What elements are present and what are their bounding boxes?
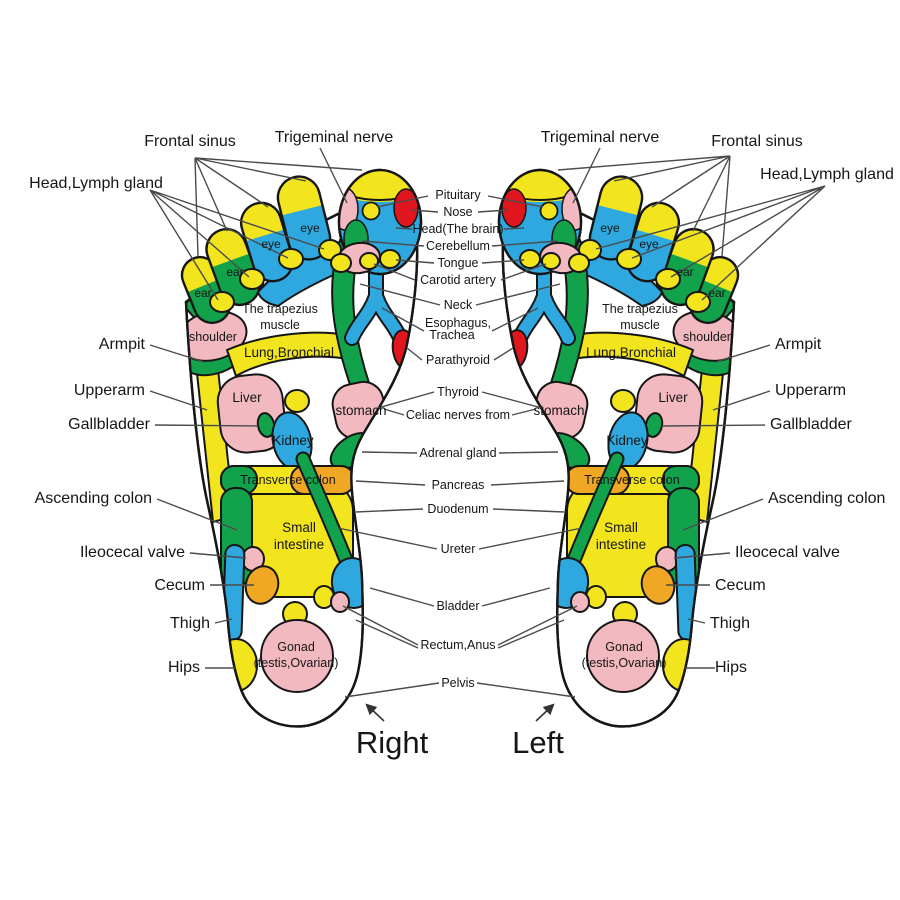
label-head-brain: Head(The brain) [412,222,503,236]
zone-label-small-intestine: intestine [274,537,324,552]
label-armpit-left: Armpit [99,336,146,353]
zone-label-stomach: stomach [335,403,386,418]
zone-label-ear: ear [708,286,725,300]
label-parathyroid: Parathyroid [426,353,490,367]
footer-right-foot: Right [356,725,429,760]
zone-label-ear: ear [226,265,243,279]
label-ileocecal-right: Ileocecal valve [735,544,840,561]
label-frontal-sinus-left: Frontal sinus [144,133,236,150]
label-neck: Neck [444,298,473,312]
label-carotid: Carotid artery [420,273,496,287]
label-pelvis: Pelvis [441,676,474,690]
zone-label-lung: Lung,Bronchial [586,345,676,360]
zone-label-gonad: Gonad [277,640,315,654]
label-trigeminal-right: Trigeminal nerve [541,129,660,146]
label-frontal-sinus-right: Frontal sinus [711,133,803,150]
label-tongue: Tongue [437,256,478,270]
label-nose: Nose [443,205,472,219]
label-gallbladder-right: Gallbladder [770,416,853,433]
label-armpit-right: Armpit [775,336,822,353]
zone-label-liver: Liver [232,390,262,405]
zone-label-kidney: Kidney [606,433,648,448]
label-ascending-colon-left: Ascending colon [35,490,152,507]
label-ileocecal-left: Ileocecal valve [80,544,185,561]
zone-label-small-intestine: Small [604,520,638,535]
zone-label-kidney: Kidney [272,433,314,448]
zone-label-trapezius: The trapezius [602,302,678,316]
zone-label-eye: eye [261,237,281,251]
zone-label-ear: ear [676,265,693,279]
zone-label-gonad: (testis,Ovarian) [254,656,339,670]
zone-label-small-intestine: intestine [596,537,646,552]
zone-label-shoulder: shoulder [683,330,731,344]
label-cecum-right: Cecum [715,577,766,594]
zone-label-transverse: Transverse colon [240,473,335,487]
label-thigh-left: Thigh [170,615,210,632]
label-rectum-anus: Rectum,Anus [420,638,495,652]
zone-label-small-intestine: Small [282,520,316,535]
label-ureter: Ureter [441,542,476,556]
label-adrenal: Adrenal gland [419,446,496,460]
zone-label-trapezius: muscle [620,318,660,332]
label-head-lymph-right: Head,Lymph gland [760,166,894,183]
zone-label-ear: ear [194,286,211,300]
label-hips-left: Hips [168,659,200,676]
zone-label-transverse: Transverse colon [584,473,679,487]
label-celiac: Celiac nerves from [406,408,510,422]
label-upperarm-right: Upperarm [775,382,846,399]
zone-label-eye: eye [600,221,620,235]
label-duodenum: Duodenum [427,502,488,516]
zone-label-shoulder: shoulder [189,330,237,344]
right-foot-arrow [365,703,385,722]
zone-label-trapezius: muscle [260,318,300,332]
zone-label-lung: Lung,Bronchial [244,345,334,360]
label-thyroid: Thyroid [437,385,479,399]
label-head-lymph-left: Head,Lymph gland [29,175,163,192]
label-bladder: Bladder [436,599,479,613]
left-foot-arrow [535,703,555,722]
leader-lines [149,147,826,698]
label-pituitary: Pituitary [435,188,481,202]
zone-label-eye: eye [639,237,659,251]
label-ascending-colon-right: Ascending colon [768,490,885,507]
label-esophagus: Esophagus, [425,316,491,330]
label-thigh-right: Thigh [710,615,750,632]
zone-label-gonad: (testis,Ovarian) [582,656,667,670]
zone-label-trapezius: The trapezius [242,302,318,316]
label-trigeminal-left: Trigeminal nerve [275,129,394,146]
label-gallbladder-left: Gallbladder [68,416,151,433]
footer-left-foot: Left [512,725,564,760]
label-cerebellum: Cerebellum [426,239,490,253]
zone-label-stomach: stomach [533,403,584,418]
zone-label-liver: Liver [658,390,688,405]
zone-label-eye: eye [300,221,320,235]
label-trachea: Trachea [429,328,474,342]
zone-label-gonad: Gonad [605,640,643,654]
label-cecum-left: Cecum [154,577,205,594]
label-pancreas: Pancreas [432,478,485,492]
label-hips-right: Hips [715,659,747,676]
label-upperarm-left: Upperarm [74,382,145,399]
